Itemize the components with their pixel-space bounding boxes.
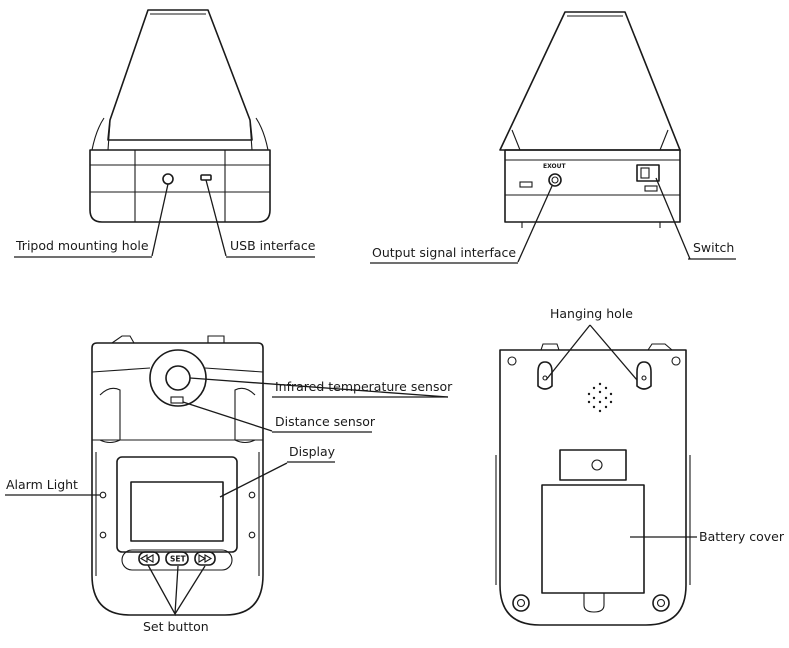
switch-icon bbox=[636, 164, 660, 182]
speaker-grille-icon bbox=[587, 382, 613, 413]
battery-cover-icon bbox=[541, 484, 645, 594]
display-label: Display bbox=[289, 444, 336, 459]
distance-sensor-icon bbox=[170, 396, 184, 404]
output-port-icon bbox=[548, 173, 562, 187]
battery-cover-label: Battery cover bbox=[699, 529, 785, 544]
alarm-light-icon bbox=[99, 491, 107, 499]
output-signal-interface-label: Output signal interface bbox=[372, 245, 516, 260]
set-key-text: SET bbox=[170, 555, 187, 564]
tripod-mount-plate bbox=[559, 449, 627, 481]
display-frame bbox=[116, 456, 238, 553]
alarm-light-label: Alarm Light bbox=[6, 477, 78, 492]
set-button-icon: SET bbox=[165, 551, 189, 566]
tripod-mounting-hole-label: Tripod mounting hole bbox=[15, 238, 149, 253]
hanging-hole-right-icon bbox=[636, 361, 652, 390]
distance-sensor-label: Distance sensor bbox=[275, 414, 376, 429]
infrared-temperature-sensor-label: Infrared temperature sensor bbox=[275, 379, 453, 394]
set-button-label: Set button bbox=[143, 619, 209, 634]
next-button-icon bbox=[194, 551, 216, 566]
usb-interface-label: USB interface bbox=[230, 238, 316, 253]
display-screen bbox=[130, 481, 224, 542]
device-front-view: SET Infrared temperature sensor Distance… bbox=[5, 335, 453, 634]
device-rear-view: Hanging hole Battery cover bbox=[495, 306, 785, 626]
sensor-housing-icon bbox=[149, 349, 207, 407]
device-bottom-view: Tripod mounting hole USB interface bbox=[14, 9, 316, 258]
infrared-sensor-icon bbox=[165, 365, 191, 391]
prev-button-icon bbox=[138, 551, 160, 566]
tripod-hole-icon bbox=[162, 173, 174, 185]
device-back-view: EXOUT Output signal interface Switch bbox=[370, 11, 736, 264]
switch-label: Switch bbox=[693, 240, 734, 255]
hanging-hole-left-icon bbox=[537, 361, 553, 390]
exout-port-text: EXOUT bbox=[543, 163, 566, 170]
usb-port-icon bbox=[200, 174, 212, 181]
hanging-hole-label: Hanging hole bbox=[550, 306, 633, 321]
